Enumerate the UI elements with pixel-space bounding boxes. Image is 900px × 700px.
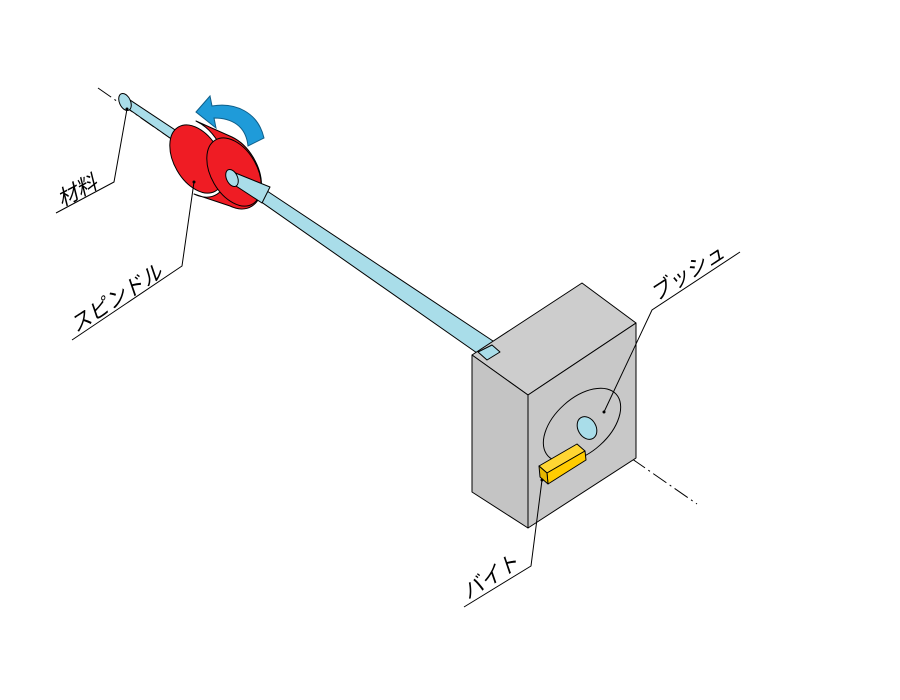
material-tip [576, 416, 598, 440]
cutting-tool [538, 443, 587, 485]
guide-bush-block [471, 282, 637, 529]
leader-bite [463, 479, 543, 608]
spindle [169, 120, 271, 210]
rod-spindle-exit [225, 169, 239, 187]
label-material: 材料 [53, 170, 102, 211]
rod-end-cap [118, 93, 132, 111]
curved-rotation-arrow-icon [195, 94, 265, 147]
leader-spindle [71, 181, 195, 341]
label-spindle: スピンドル [66, 259, 168, 337]
leader-dot-bush [602, 410, 606, 414]
leader-lines [55, 107, 741, 608]
label-bush: ブッシュ [646, 240, 730, 306]
leader-dot-spindle [192, 180, 196, 184]
tool-end [538, 465, 549, 485]
leader-dot-bite [540, 478, 544, 482]
bush-outline [542, 387, 622, 463]
leader-dot-material [125, 107, 129, 111]
rod-into-block [477, 344, 501, 361]
leader-material [55, 108, 128, 214]
leader-bush [603, 251, 741, 413]
